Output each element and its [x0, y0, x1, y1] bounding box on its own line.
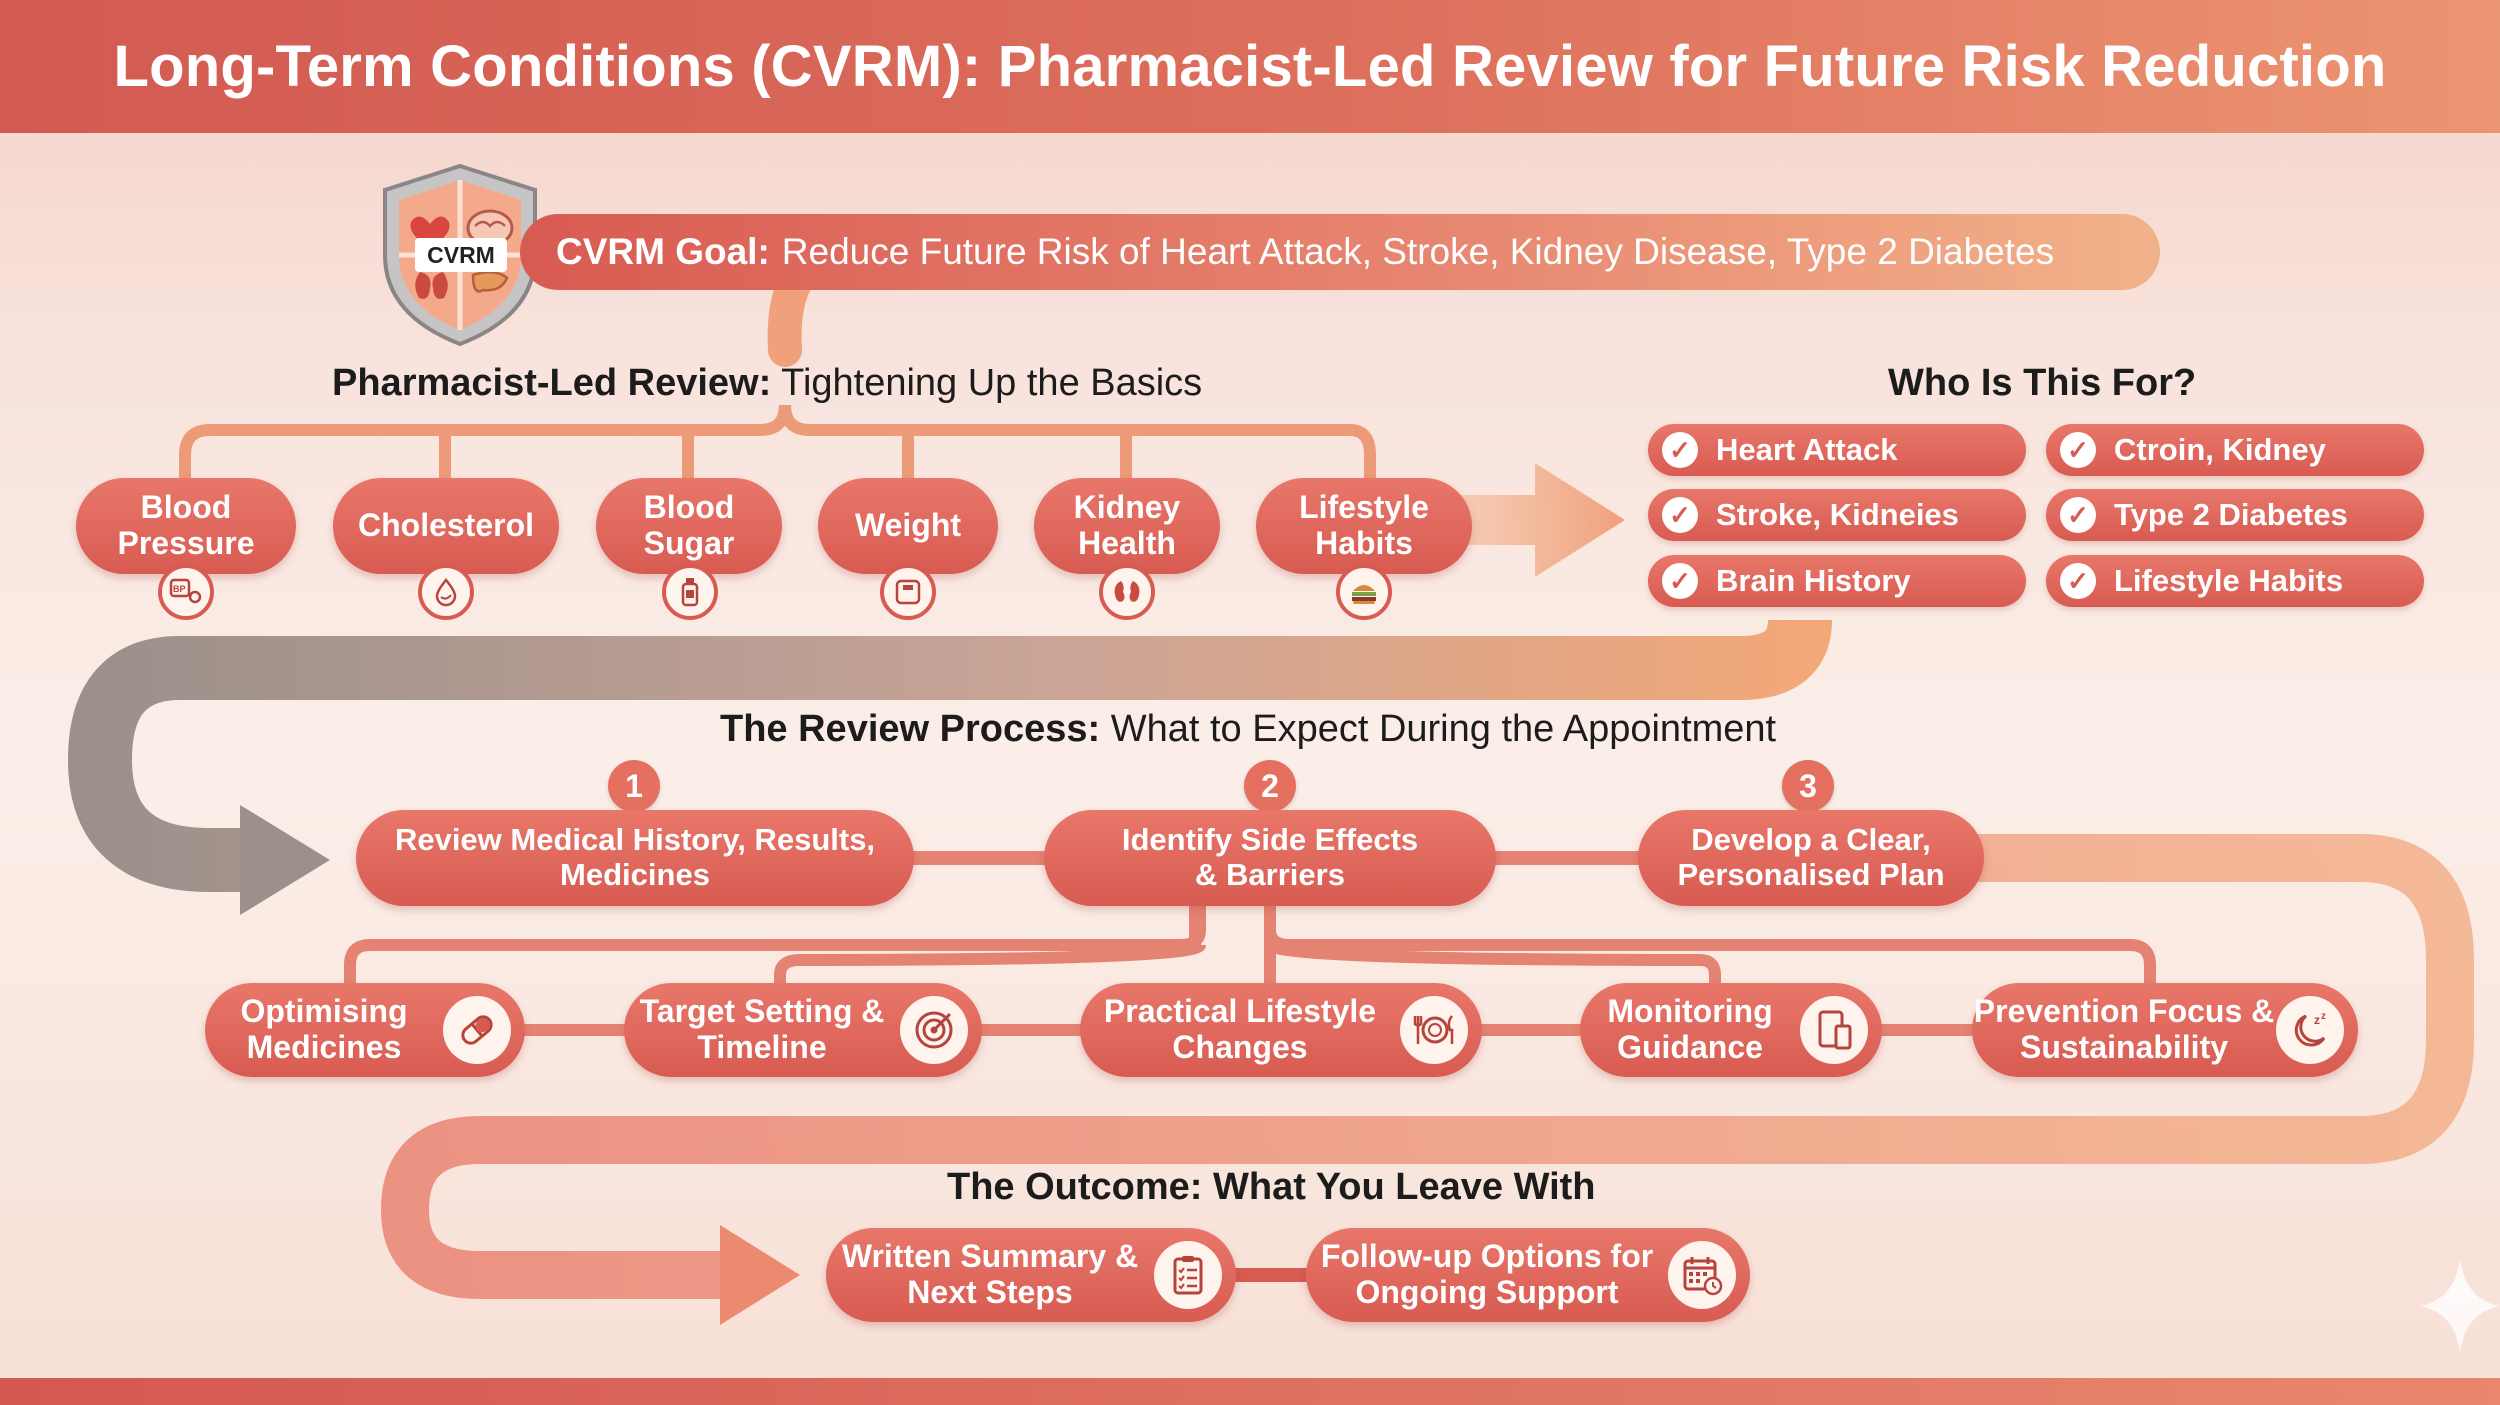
action-label: Prevention Focus & Sustainability [1973, 993, 2275, 1065]
process-heading: The Review Process: What to Expect Durin… [720, 708, 1776, 751]
actions-fan [344, 905, 2156, 985]
who-item: ✓ Brain History [1648, 555, 2026, 607]
outcome-follow-up-options: Follow-up Options for Ongoing Support [1306, 1228, 1750, 1322]
plate-cutlery-icon [1400, 996, 1468, 1064]
step-number: 3 [1782, 760, 1834, 812]
target-icon [900, 996, 968, 1064]
process-entry-arrowhead [240, 805, 330, 915]
basics-bracket [179, 404, 1376, 495]
who-label: Brain History [1716, 563, 1911, 598]
basic-label: Blood Sugar [643, 489, 735, 561]
basic-cholesterol: Cholesterol [333, 478, 559, 574]
action-monitoring-guidance: Monitoring Guidance [1580, 983, 1882, 1077]
who-heading: Who Is This For? [1888, 362, 2196, 405]
step-develop-plan: Develop a Clear, Personalised Plan [1638, 810, 1984, 906]
sparkle-icon [2420, 1260, 2500, 1352]
process-heading-rest: What to Expect During the Appointment [1100, 708, 1777, 750]
cvrm-goal-banner: CVRM Goal: Reduce Future Risk of Heart A… [520, 214, 2160, 290]
step-number: 2 [1244, 760, 1296, 812]
who-label: Lifestyle Habits [2114, 563, 2344, 598]
step-identify-side-effects: Identify Side Effects & Barriers [1044, 810, 1496, 906]
goal-text: Reduce Future Risk of Heart Attack, Stro… [781, 231, 2055, 272]
who-item: ✓ Stroke, Kidneies [1648, 489, 2026, 541]
lipid-drop-icon [418, 564, 474, 620]
action-label: Optimising Medicines [240, 993, 408, 1065]
outcome-label: Written Summary & Next Steps [841, 1238, 1139, 1310]
outcome-written-summary: Written Summary & Next Steps [826, 1228, 1236, 1322]
outcome-arrowhead [720, 1225, 800, 1325]
action-label: Monitoring Guidance [1607, 993, 1773, 1065]
goal-lead: CVRM Goal: [556, 231, 770, 272]
process-heading-bold: The Review Process: [720, 708, 1101, 750]
action-target-setting: Target Setting & Timeline [624, 983, 982, 1077]
step-label: Review Medical History, Results, Medicin… [394, 822, 876, 892]
page-title: Long-Term Conditions (CVRM): Pharmacist-… [113, 34, 2387, 99]
step-review-history: Review Medical History, Results, Medicin… [356, 810, 914, 906]
clipboard-checklist-icon [1154, 1241, 1222, 1309]
who-label: Ctroin, Kidney [2114, 432, 2326, 467]
who-item: ✓ Type 2 Diabetes [2046, 489, 2424, 541]
scale-icon [880, 564, 936, 620]
basic-label: Cholesterol [357, 507, 535, 544]
basic-kidney-health: Kidney Health [1034, 478, 1220, 574]
action-label: Practical Lifestyle Changes [1103, 993, 1377, 1065]
who-item: ✓ Ctroin, Kidney [2046, 424, 2424, 476]
process-entry-connector [67, 617, 1832, 892]
blood-pressure-monitor-icon: BP [158, 564, 214, 620]
basic-weight: Weight [818, 478, 998, 574]
action-lifestyle-changes: Practical Lifestyle Changes [1080, 983, 1482, 1077]
check-icon: ✓ [1662, 432, 1698, 468]
who-heading-text: Who Is This For? [1888, 362, 2197, 404]
action-optimising-medicines: Optimising Medicines [205, 983, 525, 1077]
step-label: Identify Side Effects & Barriers [1121, 822, 1419, 892]
outcome-label: Follow-up Options for Ongoing Support [1320, 1238, 1654, 1310]
basics-to-who-arrow [1460, 463, 1625, 577]
check-icon: ✓ [2060, 563, 2096, 599]
action-label: Target Setting & Timeline [639, 993, 885, 1065]
step-number: 1 [608, 760, 660, 812]
pill-capsule-icon [443, 996, 511, 1064]
basic-lifestyle-habits: Lifestyle Habits [1256, 478, 1472, 574]
basic-label: Lifestyle Habits [1299, 489, 1429, 561]
outcome-heading: The Outcome: What You Leave With [947, 1166, 1596, 1209]
basic-label: Kidney Health [1073, 489, 1181, 561]
basic-label: Blood Pressure [117, 489, 255, 561]
outcome-heading-text: The Outcome: What You Leave With [947, 1166, 1596, 1208]
svg-text:z: z [2321, 1011, 2326, 1022]
bottom-bar [0, 1378, 2500, 1405]
basic-blood-pressure: Blood Pressure [76, 478, 296, 574]
who-label: Heart Attack [1716, 432, 1898, 467]
basics-heading-bold: Pharmacist-Led Review: [332, 362, 772, 404]
kidney-icon [1099, 564, 1155, 620]
check-icon: ✓ [2060, 432, 2096, 468]
svg-text:BP: BP [173, 584, 186, 594]
title-bar: Long-Term Conditions (CVRM): Pharmacist-… [0, 0, 2500, 133]
check-icon: ✓ [2060, 497, 2096, 533]
devices-icon [1800, 996, 1868, 1064]
shield-label: CVRM [415, 238, 507, 272]
who-label: Type 2 Diabetes [2114, 497, 2348, 532]
who-item: ✓ Heart Attack [1648, 424, 2026, 476]
check-icon: ✓ [1662, 563, 1698, 599]
calendar-clock-icon [1668, 1241, 1736, 1309]
who-item: ✓ Lifestyle Habits [2046, 555, 2424, 607]
basic-blood-sugar: Blood Sugar [596, 478, 782, 574]
who-label: Stroke, Kidneies [1716, 497, 1959, 532]
basics-heading: Pharmacist-Led Review: Tightening Up the… [332, 362, 1202, 405]
step-label: Develop a Clear, Personalised Plan [1677, 822, 1945, 892]
right-loop [380, 834, 2474, 1299]
basics-heading-rest: Tightening Up the Basics [771, 362, 1203, 404]
burger-icon [1336, 564, 1392, 620]
svg-text:z: z [2314, 1013, 2320, 1027]
check-icon: ✓ [1662, 497, 1698, 533]
basic-label: Weight [854, 507, 962, 544]
glucose-bottle-icon [662, 564, 718, 620]
